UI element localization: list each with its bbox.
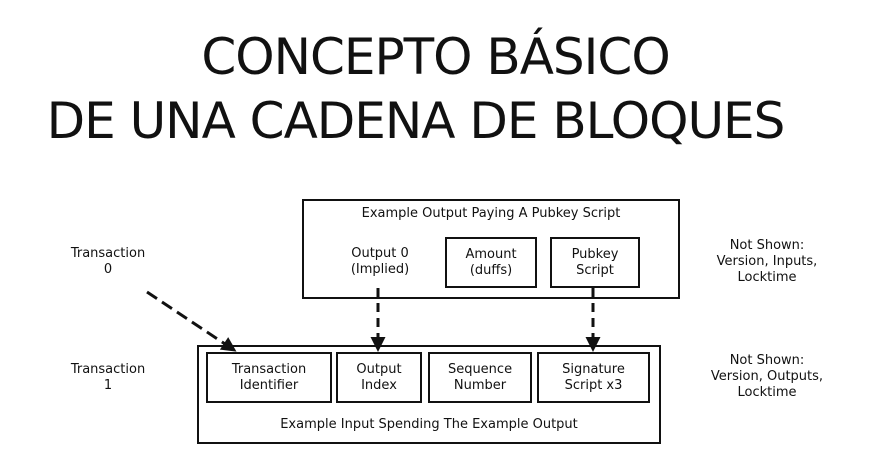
transaction-identifier-cell: Transaction Identifier bbox=[206, 352, 332, 403]
index-line1: Output bbox=[356, 361, 402, 377]
sequence-line1: Sequence bbox=[447, 361, 513, 377]
title-line-1: CONCEPTO BÁSICO bbox=[201, 28, 670, 86]
transaction-0-line1: Transaction bbox=[70, 246, 146, 261]
not-shown-output-line3: Locktime bbox=[737, 270, 797, 285]
signature-line2: Script x3 bbox=[564, 377, 623, 393]
txid-line1: Transaction bbox=[231, 361, 307, 377]
signature-line1: Signature bbox=[562, 361, 625, 377]
pubkey-line1: Pubkey bbox=[571, 246, 619, 262]
txid-line2: Identifier bbox=[239, 377, 299, 393]
amount-line2: (duffs) bbox=[469, 262, 513, 278]
signature-script-cell: Signature Script x3 bbox=[537, 352, 650, 403]
not-shown-output-line1: Not Shown: bbox=[729, 238, 805, 253]
pubkey-script-cell: Pubkey Script bbox=[550, 237, 640, 288]
not-shown-input-line3: Locktime bbox=[737, 385, 797, 400]
transaction-1-line2: 1 bbox=[103, 378, 113, 393]
transaction-1-label: Transaction 1 bbox=[58, 362, 158, 394]
not-shown-output-note: Not Shown: Version, Inputs, Locktime bbox=[697, 238, 837, 286]
not-shown-output-line2: Version, Inputs, bbox=[716, 254, 818, 269]
not-shown-input-note: Not Shown: Version, Outputs, Locktime bbox=[697, 353, 837, 401]
example-output-caption: Example Output Paying A Pubkey Script bbox=[361, 206, 621, 221]
sequence-number-cell: Sequence Number bbox=[428, 352, 532, 403]
output-0-implied: Output 0 (Implied) bbox=[330, 246, 430, 278]
amount-line1: Amount bbox=[465, 246, 517, 262]
arrow-transaction-0-to-identifier bbox=[146, 290, 237, 352]
title-line-2: DE UNA CADENA DE BLOQUES bbox=[46, 92, 786, 150]
amount-cell: Amount (duffs) bbox=[445, 237, 537, 288]
pubkey-line2: Script bbox=[576, 262, 614, 278]
not-shown-input-line2: Version, Outputs, bbox=[710, 369, 824, 384]
output-index-cell: Output Index bbox=[336, 352, 422, 403]
transaction-0-line2: 0 bbox=[103, 262, 113, 277]
not-shown-input-line1: Not Shown: bbox=[729, 353, 805, 368]
transaction-1-line1: Transaction bbox=[70, 362, 146, 377]
output-0-line1: Output 0 bbox=[351, 246, 409, 261]
index-line2: Index bbox=[361, 377, 397, 393]
sequence-line2: Number bbox=[453, 377, 507, 393]
example-input-caption: Example Input Spending The Example Outpu… bbox=[280, 417, 578, 432]
transaction-0-label: Transaction 0 bbox=[58, 246, 158, 278]
output-0-line2: (Implied) bbox=[350, 262, 410, 277]
